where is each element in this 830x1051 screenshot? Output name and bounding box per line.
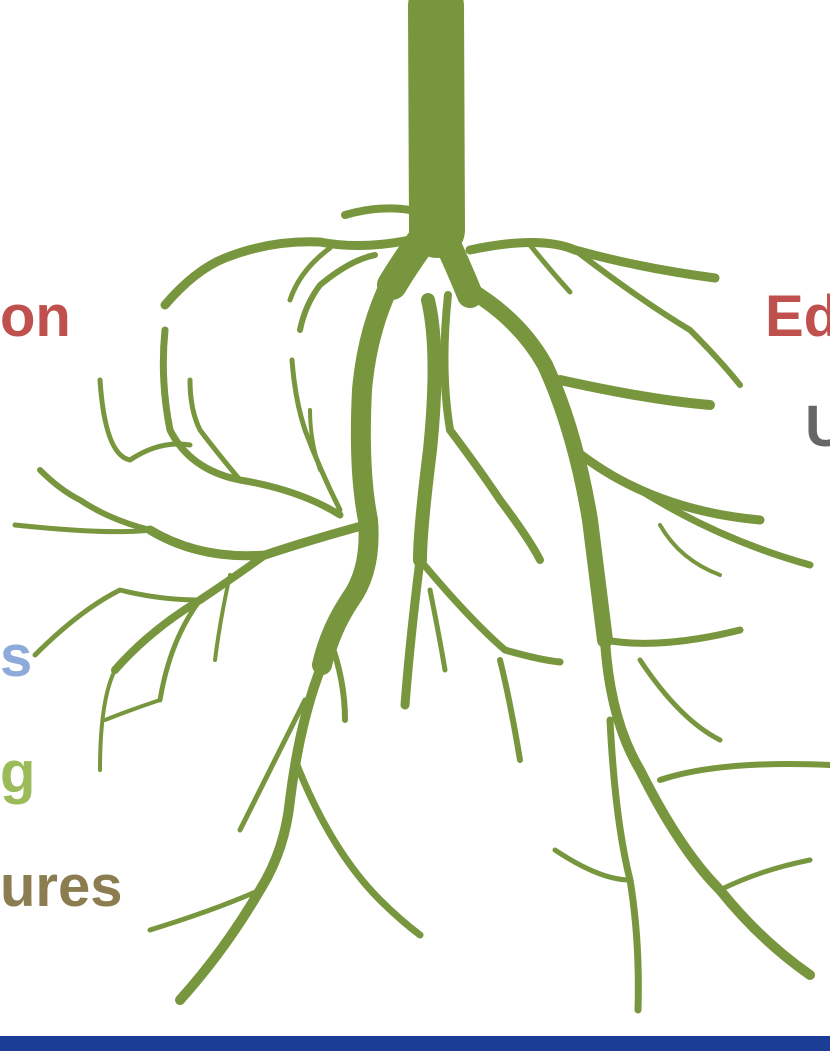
root-branch — [552, 847, 633, 883]
root-branch — [555, 375, 715, 410]
left-label-3: g — [0, 744, 35, 802]
left-label-top: on — [0, 288, 71, 346]
left-label-2-text: s — [0, 624, 33, 689]
root-branch — [287, 245, 333, 303]
root-branch — [147, 887, 263, 933]
root-branch — [308, 408, 322, 472]
left-label-2: s — [0, 628, 32, 686]
root-branch — [312, 255, 410, 675]
trunk-icon — [408, 0, 465, 258]
root-branch — [157, 597, 203, 703]
right-label-top: Ed — [765, 288, 830, 346]
root-branch — [717, 857, 813, 893]
left-label-3-text: g — [0, 740, 36, 805]
root-branch — [601, 626, 744, 647]
root-branch — [658, 523, 722, 577]
right-label-2: U — [805, 398, 830, 456]
root-branch — [497, 657, 523, 763]
root-branch — [37, 467, 153, 533]
root-branch — [12, 522, 153, 535]
root-branch — [416, 556, 564, 666]
root-branch — [98, 668, 117, 772]
left-label-top-text: on — [0, 284, 71, 349]
root-branch — [103, 698, 162, 722]
root-branch — [440, 291, 544, 564]
root-branch — [327, 637, 348, 723]
root-branch — [341, 204, 414, 219]
root-branch — [32, 587, 203, 658]
root-branch — [636, 486, 814, 569]
root-branch — [237, 697, 308, 833]
root-branch — [657, 761, 830, 783]
root-branch — [600, 635, 815, 980]
root-branch — [400, 555, 425, 710]
root-branch — [159, 326, 344, 519]
root-branch — [527, 242, 573, 295]
root-branch — [213, 573, 232, 662]
root-branch — [413, 293, 442, 567]
root-branch — [637, 657, 723, 743]
root-branch — [289, 357, 343, 513]
root-branch — [175, 660, 327, 1005]
right-label-2-text: U — [805, 394, 830, 459]
root-branch — [572, 247, 743, 388]
root-strokes — [12, 0, 830, 1014]
root-branch — [462, 282, 613, 648]
right-label-top-text: Ed — [765, 284, 830, 349]
root-branch — [187, 377, 243, 483]
root-branch — [160, 235, 415, 310]
root-branch — [145, 520, 370, 561]
left-label-4: ures — [0, 858, 123, 916]
root-branch — [297, 252, 378, 333]
bottom-bar — [0, 1036, 830, 1051]
root-branch — [97, 377, 193, 463]
root-branch — [291, 756, 424, 939]
left-label-4-text: ures — [0, 854, 123, 919]
root-branch — [427, 587, 448, 673]
